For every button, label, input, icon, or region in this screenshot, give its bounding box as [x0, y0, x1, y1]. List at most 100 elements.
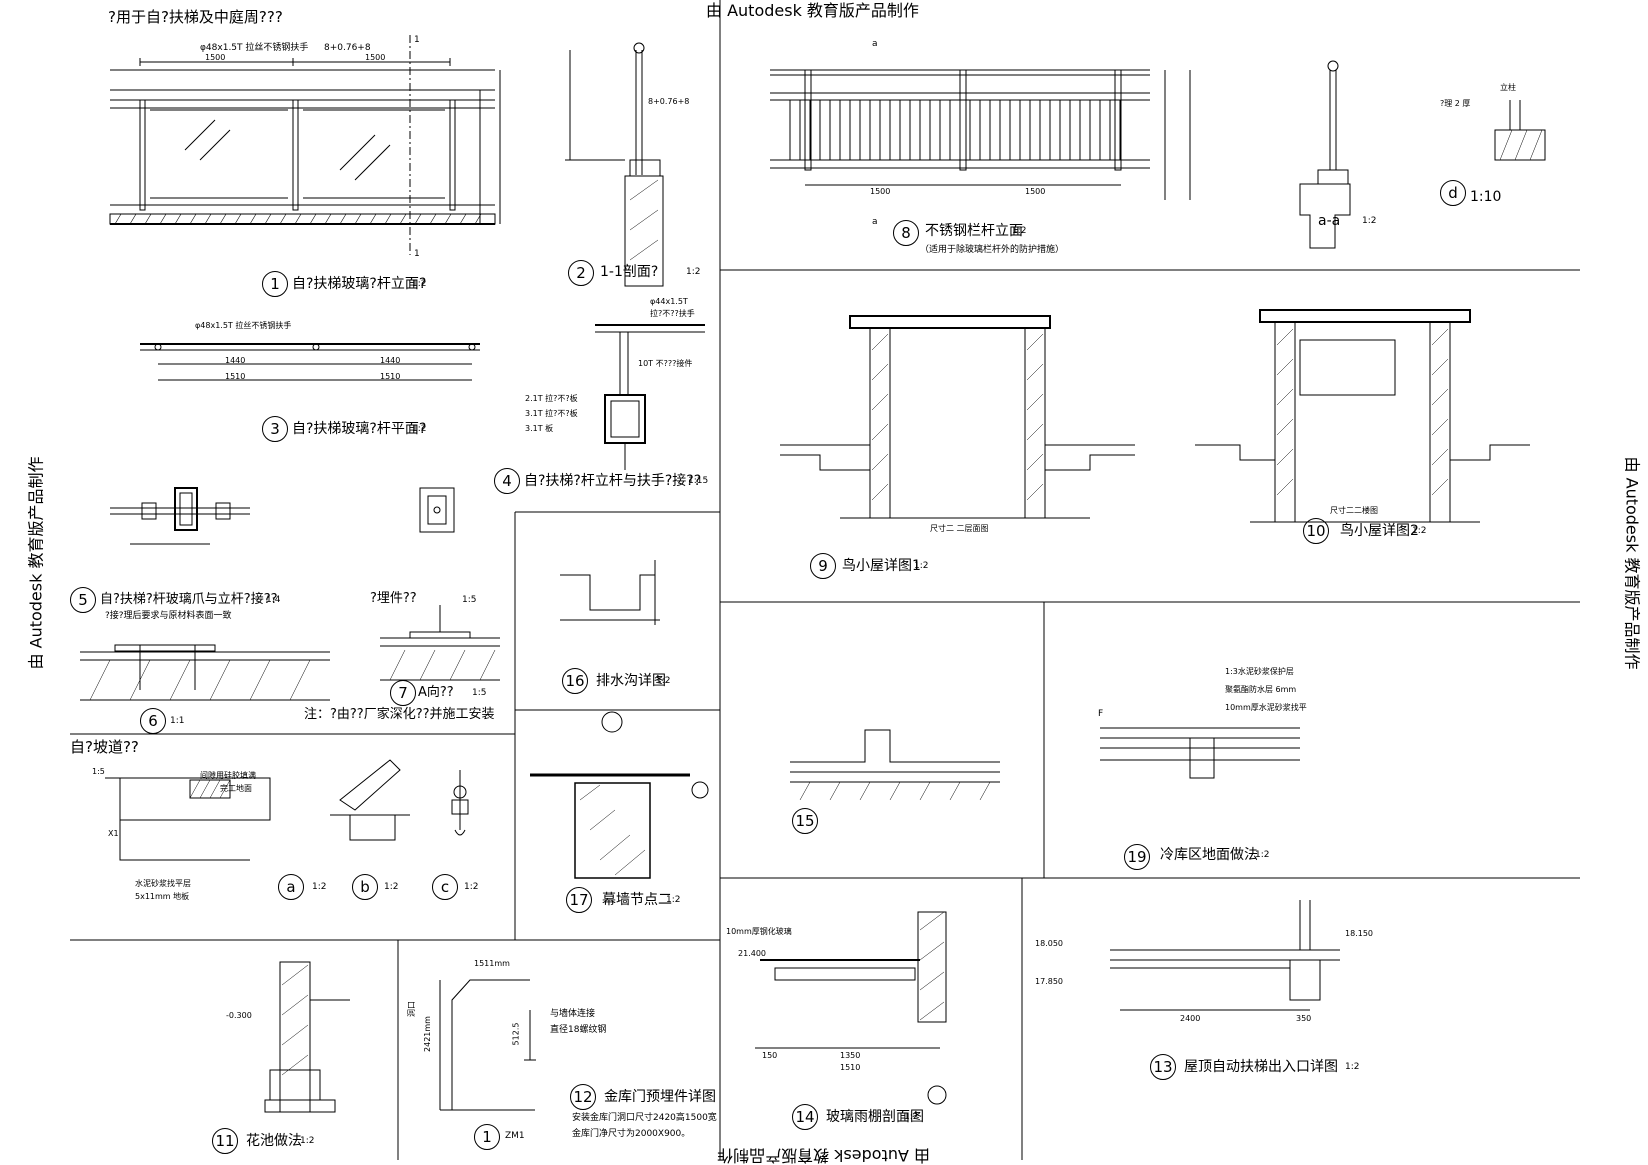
- ramp-detail-c: [451, 770, 469, 836]
- ramp-section-title: 自?坡道??: [70, 738, 139, 756]
- dim-5125: 512.5: [511, 1022, 521, 1046]
- detail-8-title: 不锈钢栏杆立面: [925, 223, 1023, 239]
- detail-9-title: 鸟小屋详图1: [842, 558, 921, 574]
- canopy-dim-3: 1510: [840, 1063, 861, 1072]
- detail-14-scale: 1:2: [904, 1112, 919, 1122]
- glass-balustrade-plan: [140, 343, 480, 381]
- detail-6-scale: 1:1: [170, 716, 185, 726]
- cold-layer-2: 聚氨酯防水层 6mm: [1225, 685, 1297, 694]
- detail-16-number: 16: [562, 668, 588, 694]
- detail-1-title: 自?扶梯玻璃?杆立面?: [292, 276, 427, 292]
- ramp-note-2: 完工地面: [220, 784, 252, 793]
- canopy-dim-2: 1350: [840, 1051, 861, 1060]
- embed-title: ?埋件??: [370, 591, 417, 606]
- detail-14-number: 14: [792, 1104, 818, 1130]
- floor-section-15: [790, 729, 1000, 801]
- dim-1511: 1511mm: [474, 959, 510, 968]
- bird-house-detail-1: [780, 315, 1135, 519]
- detail-8-scale: 1:2: [1012, 226, 1027, 236]
- detail-d-scale: 1:10: [1470, 189, 1502, 205]
- canopy-dim-1: 150: [762, 1051, 778, 1060]
- zm1-number: 1: [474, 1124, 500, 1150]
- door-hole: 洞口: [407, 1001, 416, 1017]
- plate-2: 3.1T 拉?不?板: [525, 409, 578, 418]
- detail-b-number: b: [352, 874, 378, 900]
- roof-escalator-exit-13: [1110, 900, 1340, 1011]
- dim-2421: 2421mm: [422, 1016, 432, 1052]
- detail-1-scale: 1:2: [412, 279, 427, 289]
- detail-19-title: 冷库区地面做法: [1160, 847, 1258, 863]
- stainless-railing-elevation: [770, 69, 1191, 200]
- detail-10-number: 10: [1303, 518, 1329, 544]
- stand-label: 立柱: [1500, 83, 1516, 92]
- cold-layer-1: 1:3水泥砂浆保护层: [1225, 667, 1294, 676]
- detail-5-title: 自?扶梯?杆玻璃爪与立杆?接??: [100, 592, 278, 607]
- roof-level-b: 17.850: [1035, 977, 1063, 986]
- detail-8-number: 8: [893, 220, 919, 246]
- house-dim-2: 尺寸二二楼图: [1330, 506, 1378, 515]
- detail-5-note: ?接?理后要求与原材料表面一致: [105, 611, 232, 621]
- cold-f-label: F: [1098, 709, 1104, 719]
- anchor-note-1: 与墙体连接: [550, 1009, 596, 1019]
- section-aa-scale: 1:2: [1362, 216, 1377, 226]
- detail-1-number: 1: [262, 271, 288, 297]
- detail-11-scale: 1:2: [300, 1136, 315, 1146]
- detail-7-scale: 1:5: [472, 688, 487, 698]
- dim-1500-b: 1500: [365, 53, 386, 62]
- detail-8-subtitle: （适用于除玻璃栏杆外的防护措施）: [920, 245, 1065, 255]
- anchor-note-2: 直径18螺纹钢: [550, 1025, 607, 1035]
- dim-1500-c: 1500: [870, 187, 891, 196]
- detail-13-title: 屋顶自动扶梯出入口详图: [1184, 1059, 1338, 1075]
- detail-8-a-top: a: [872, 39, 878, 49]
- detail-10-scale: 1:2: [1412, 526, 1427, 536]
- detail-7-number: 7: [390, 680, 416, 706]
- detail-c-scale: 1:2: [464, 882, 479, 892]
- detail-3-number: 3: [262, 416, 288, 442]
- plate-1: 2.1T 拉?不?板: [525, 394, 578, 403]
- dim-1510-a: 1510: [225, 372, 246, 381]
- detail-12-title: 金库门预埋件详图: [604, 1089, 716, 1105]
- watermark-right: 由 Autodesk 教育版产品制作: [1622, 456, 1642, 670]
- detail-17-number: 17: [566, 887, 592, 913]
- detail-9-scale: 1:2: [914, 561, 929, 571]
- detail-7-title: A向??: [418, 685, 454, 700]
- detail-14-title: 玻璃雨棚剖面图: [826, 1109, 924, 1125]
- canopy-glass: 10mm厚钢化玻璃: [726, 927, 792, 936]
- cold-layer-3: 10mm厚水泥砂浆找平: [1225, 703, 1307, 712]
- curtain-wall-17: [530, 711, 709, 879]
- detail-d-number: d: [1440, 180, 1466, 206]
- detail-8-a-bottom: a: [872, 217, 878, 227]
- detail-11-number: 11: [212, 1128, 238, 1154]
- ramp-bottom-note-2: 5x11mm 地板: [135, 892, 190, 901]
- section-marker-bottom: 1: [414, 249, 420, 259]
- detail-12-note-1: 安装金库门洞口尺寸2420高1500宽: [572, 1113, 717, 1123]
- glass-clamp-connection: [110, 487, 455, 545]
- planter-level: -0.300: [226, 1011, 252, 1020]
- embed-detail-6: [80, 644, 330, 701]
- zm1-title: ZM1: [505, 1131, 525, 1141]
- detail-2-title: 1-1剖面?: [600, 264, 659, 280]
- ramp-bottom-note-1: 水泥砂浆找平层: [135, 879, 191, 888]
- detail-6-number: 6: [140, 708, 166, 734]
- dim-1500-a: 1500: [205, 53, 226, 62]
- dim-1500-d: 1500: [1025, 187, 1046, 196]
- canopy-level: 21.400: [738, 949, 766, 958]
- glass-spec-2: 8+0.76+8: [648, 97, 690, 106]
- ramp-detail-a: [105, 777, 271, 861]
- detail-d: [1494, 100, 1546, 161]
- detail-9-number: 9: [810, 553, 836, 579]
- plate-3: 3.1T 板: [525, 424, 554, 433]
- detail-13-number: 13: [1150, 1054, 1176, 1080]
- note-7: 注：?由??厂家深化??并施工安装: [304, 707, 495, 722]
- detail-19-scale: 1:2: [1255, 850, 1270, 860]
- section-marker-top: 1: [414, 35, 420, 45]
- roof-dim: 2400: [1180, 1014, 1201, 1023]
- detail-b-scale: 1:2: [384, 882, 399, 892]
- detail-19-number: 19: [1124, 844, 1150, 870]
- slope-ratio: 1:5: [92, 767, 105, 776]
- glass-canopy-14: [755, 911, 947, 1105]
- rail-spec-2: φ44x1.5T: [650, 297, 688, 306]
- header-note: ?用于自?扶梯及中庭周???: [108, 8, 283, 26]
- drain-detail-16: [560, 560, 660, 625]
- section-aa-title: a-a: [1318, 213, 1341, 229]
